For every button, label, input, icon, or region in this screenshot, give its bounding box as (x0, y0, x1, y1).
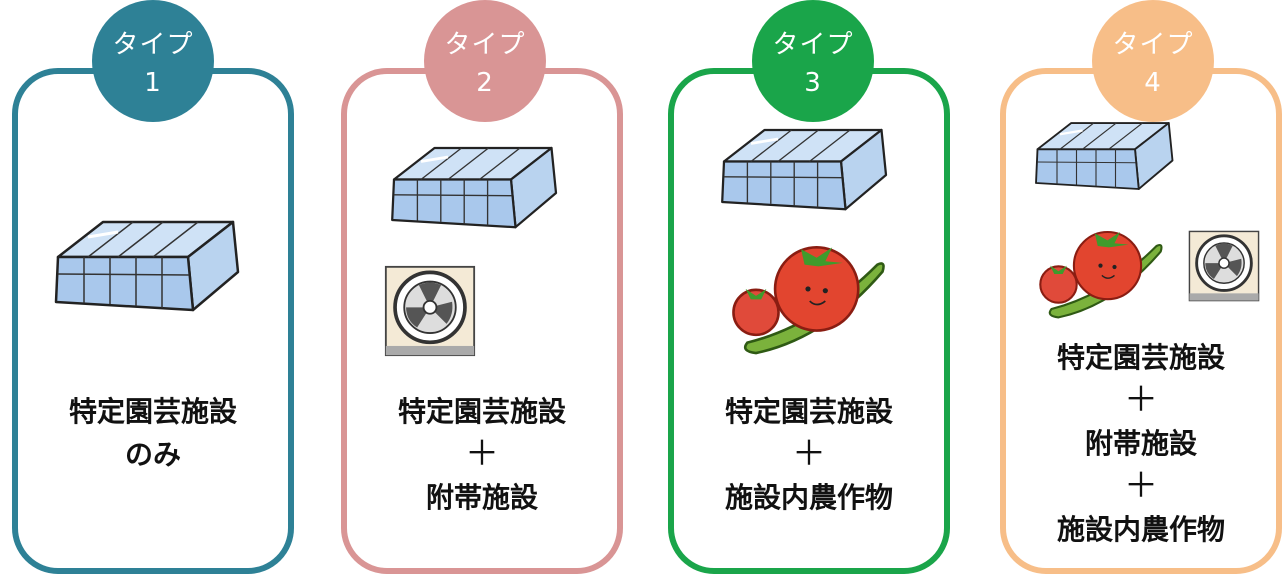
greenhouse-icon (715, 112, 895, 220)
type-caption-4: 特定園芸施設 ＋ 附帯施設 ＋ 施設内農作物 (1056, 341, 1225, 546)
badge-number: 3 (804, 68, 822, 98)
greenhouse-icon (1030, 108, 1180, 198)
badge-number: 4 (1144, 68, 1162, 98)
badge-number: 1 (144, 68, 162, 98)
type-caption-3: 特定園芸施設 ＋ 施設内農作物 (724, 395, 893, 514)
badge-label: タイプ (112, 30, 194, 60)
type-card-1 (12, 68, 294, 574)
type-badge-2: タイプ 2 (424, 0, 546, 122)
tomato-cucumber-strawberry-icon (1028, 218, 1173, 323)
badge-number: 2 (476, 68, 494, 98)
type-caption-2: 特定園芸施設 ＋ 附帯施設 (397, 395, 566, 514)
badge-label: タイプ (1112, 30, 1194, 60)
type-badge-1: タイプ 1 (92, 0, 214, 122)
badge-label: タイプ (444, 30, 526, 60)
badge-label: タイプ (772, 30, 854, 60)
type-badge-3: タイプ 3 (752, 0, 874, 122)
type-caption-1: 特定園芸施設 のみ (68, 395, 237, 471)
greenhouse-icon (385, 130, 565, 238)
ventilation-fan-icon (1188, 228, 1260, 304)
tomato-cucumber-strawberry-icon (718, 230, 898, 360)
greenhouse-icon (48, 202, 248, 322)
ventilation-fan-icon (384, 262, 476, 360)
type-badge-4: タイプ 4 (1092, 0, 1214, 122)
